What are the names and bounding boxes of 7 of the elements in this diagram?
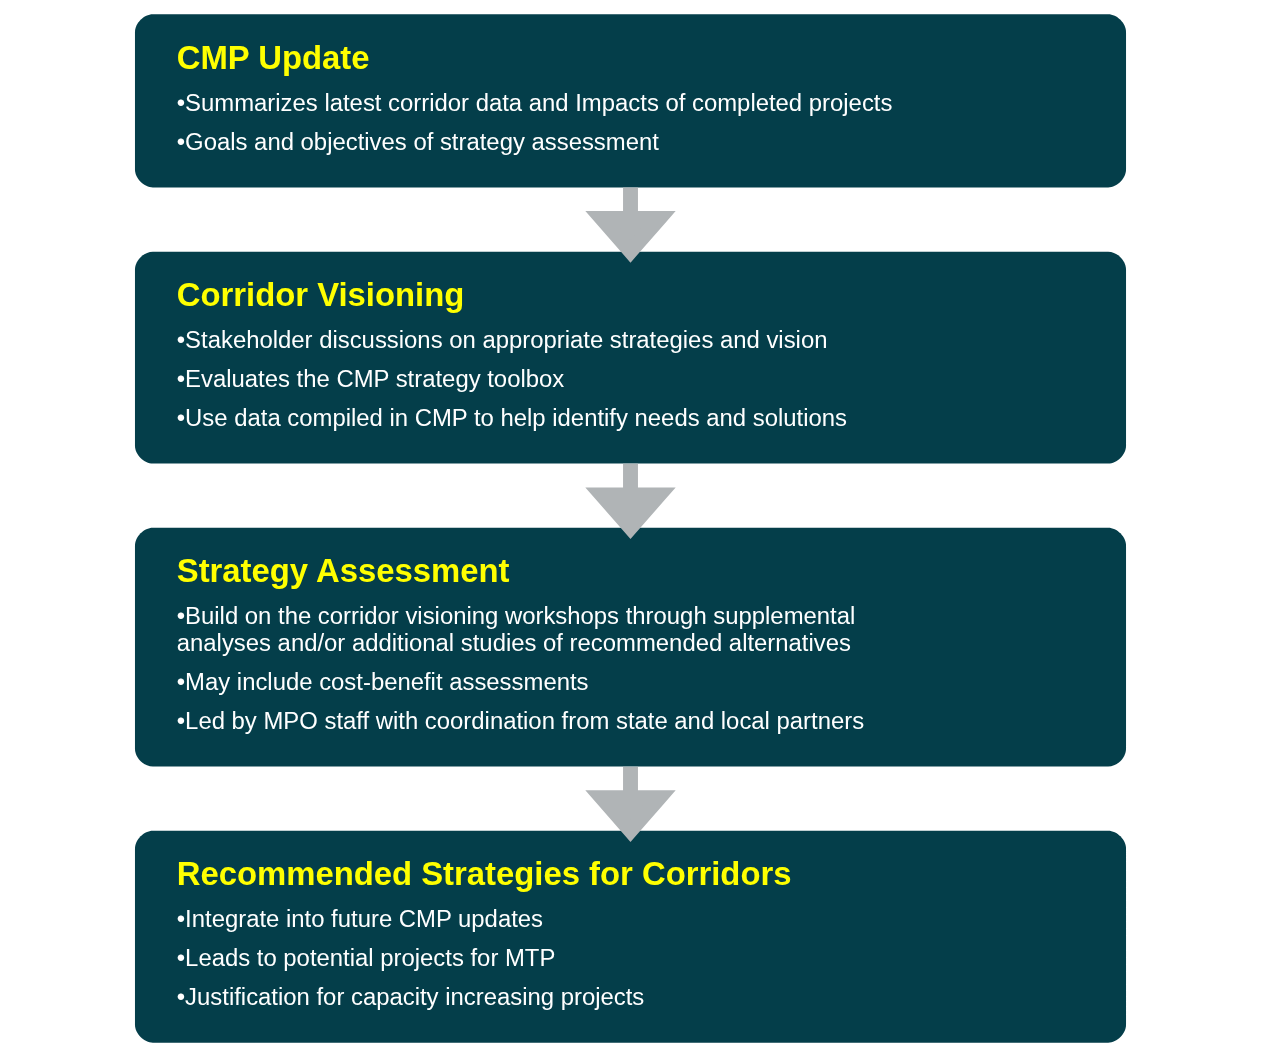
node-box: Recommended Strategies for Corridors •Integrate into future CMP updates •Leads to potential projects for MTP •Justification for capacity increasing projects [134,830,1127,1043]
arrow [585,766,676,842]
node-box: CMP Update •Summarizes latest corridor data and Impacts of completed projects •Goals and objectives of strategy assessment [134,14,1127,188]
node-box: Corridor Visioning •Stakeholder discussions on appropriate strategies and vision •Evaluates the CMP strategy toolbox •Use data compiled in CMP to help identify needs and solutions [134,251,1127,464]
node-box: Strategy Assessment •Build on the corridor visioning workshops through supplemental analyses and/or additional studies of recommended alternatives •May include cost-benefit assessments •Led by MPO staff with coordination from state and local partners [134,527,1127,767]
arrow [585,187,676,263]
arrow [585,463,676,540]
